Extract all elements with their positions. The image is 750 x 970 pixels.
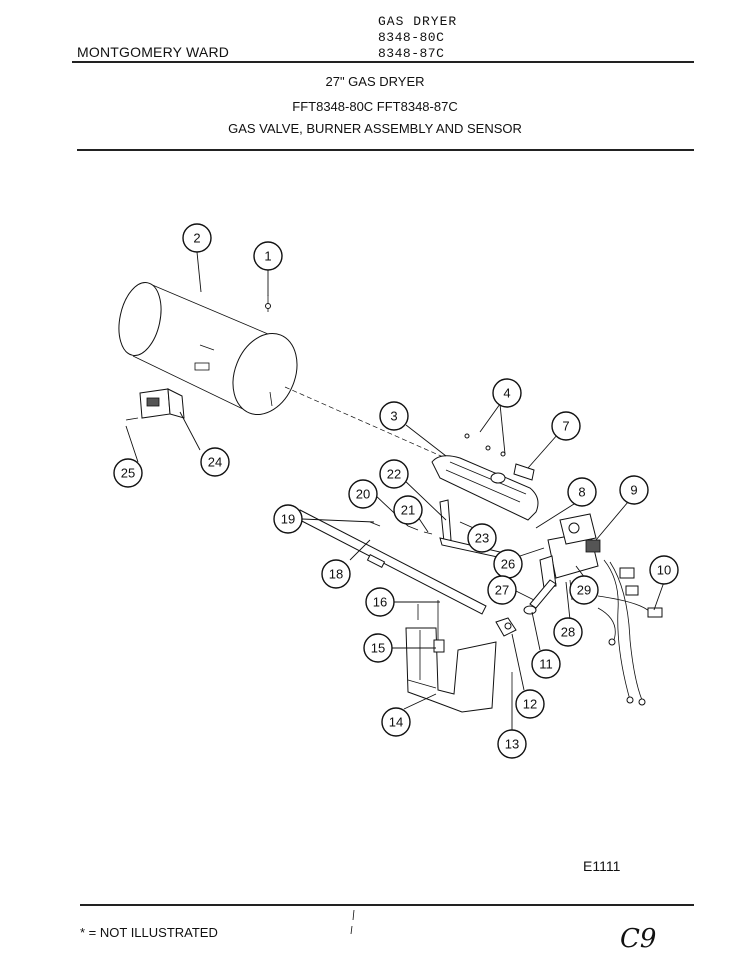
svg-text:29: 29 xyxy=(577,583,591,598)
callout-13: 13 xyxy=(497,729,527,759)
svg-text:19: 19 xyxy=(281,512,295,527)
callout-14: 14 xyxy=(381,707,411,737)
callout-9: 9 xyxy=(619,475,649,505)
scan-mark xyxy=(352,909,355,921)
burner-drum xyxy=(118,282,298,416)
svg-text:18: 18 xyxy=(329,567,343,582)
callout-18: 18 xyxy=(321,559,351,589)
scan-mark xyxy=(350,925,353,935)
svg-text:7: 7 xyxy=(562,419,569,434)
callout-2: 2 xyxy=(182,223,212,253)
svg-text:25: 25 xyxy=(121,466,135,481)
callout-10: 10 xyxy=(649,555,679,585)
svg-text:22: 22 xyxy=(387,467,401,482)
footnote: * = NOT ILLUSTRATED xyxy=(80,925,218,940)
svg-text:9: 9 xyxy=(630,483,637,498)
svg-text:15: 15 xyxy=(371,641,385,656)
svg-text:20: 20 xyxy=(356,487,370,502)
callout-28: 28 xyxy=(553,617,583,647)
callout-16: 16 xyxy=(365,587,395,617)
svg-text:24: 24 xyxy=(208,455,222,470)
callout-19: 19 xyxy=(273,504,303,534)
section-rule xyxy=(77,149,694,151)
callout-23: 23 xyxy=(467,523,497,553)
svg-text:13: 13 xyxy=(505,737,519,752)
flame-sensor-24 xyxy=(125,388,185,421)
burner-assembly-3 xyxy=(431,433,539,521)
svg-text:21: 21 xyxy=(401,503,415,518)
svg-text:27: 27 xyxy=(495,583,509,598)
igniter-22 xyxy=(439,499,503,559)
svg-text:14: 14 xyxy=(389,715,403,730)
svg-text:16: 16 xyxy=(373,595,387,610)
callout-21: 21 xyxy=(393,495,423,525)
callout-27: 27 xyxy=(487,575,517,605)
callout-1: 1 xyxy=(253,241,283,271)
header-rule xyxy=(72,61,694,63)
model-number-b: 8348-87C xyxy=(378,46,445,61)
gas-valve-9 xyxy=(539,513,601,601)
callout-20: 20 xyxy=(348,479,378,509)
svg-text:28: 28 xyxy=(561,625,575,640)
callout-22: 22 xyxy=(379,459,409,489)
svg-text:4: 4 xyxy=(503,386,510,401)
brand-name: MONTGOMERY WARD xyxy=(77,44,230,60)
model-number-a: 8348-80C xyxy=(378,30,445,45)
callout-4: 4 xyxy=(492,378,522,408)
svg-text:26: 26 xyxy=(501,557,515,572)
subtitle-models: FFT8348-80C FFT8348-87C xyxy=(292,99,458,114)
bracket-14 xyxy=(405,627,513,713)
screws-20-21 xyxy=(369,521,433,535)
svg-text:10: 10 xyxy=(657,563,671,578)
callout-15: 15 xyxy=(363,633,393,663)
callout-25: 25 xyxy=(113,458,143,488)
screw-1 xyxy=(265,295,271,312)
fitting-11-12 xyxy=(495,605,537,637)
subtitle-product: 27" GAS DRYER xyxy=(325,74,425,89)
callout-12: 12 xyxy=(515,689,545,719)
diagram-code: E1111 xyxy=(583,858,621,874)
callout-29: 29 xyxy=(569,575,599,605)
axis-line xyxy=(284,386,451,461)
leader-lines xyxy=(125,251,665,730)
callout-11: 11 xyxy=(531,649,561,679)
callout-24: 24 xyxy=(200,447,230,477)
svg-text:12: 12 xyxy=(523,697,537,712)
svg-text:1: 1 xyxy=(264,249,271,264)
callout-26: 26 xyxy=(493,549,523,579)
svg-text:23: 23 xyxy=(475,531,489,546)
footer-rule xyxy=(80,904,694,906)
document-title: GAS DRYER xyxy=(378,14,458,29)
screws-16 xyxy=(417,600,439,640)
page-number: C9 xyxy=(620,924,657,954)
subtitle-section: GAS VALVE, BURNER ASSEMBLY AND SENSOR xyxy=(228,121,522,136)
svg-text:8: 8 xyxy=(578,485,585,500)
wire-harness-10 xyxy=(597,559,663,706)
callout-3: 3 xyxy=(379,401,409,431)
svg-text:3: 3 xyxy=(390,409,397,424)
callout-7: 7 xyxy=(551,411,581,441)
svg-text:2: 2 xyxy=(193,231,200,246)
svg-text:11: 11 xyxy=(539,657,553,672)
callout-8: 8 xyxy=(567,477,597,507)
